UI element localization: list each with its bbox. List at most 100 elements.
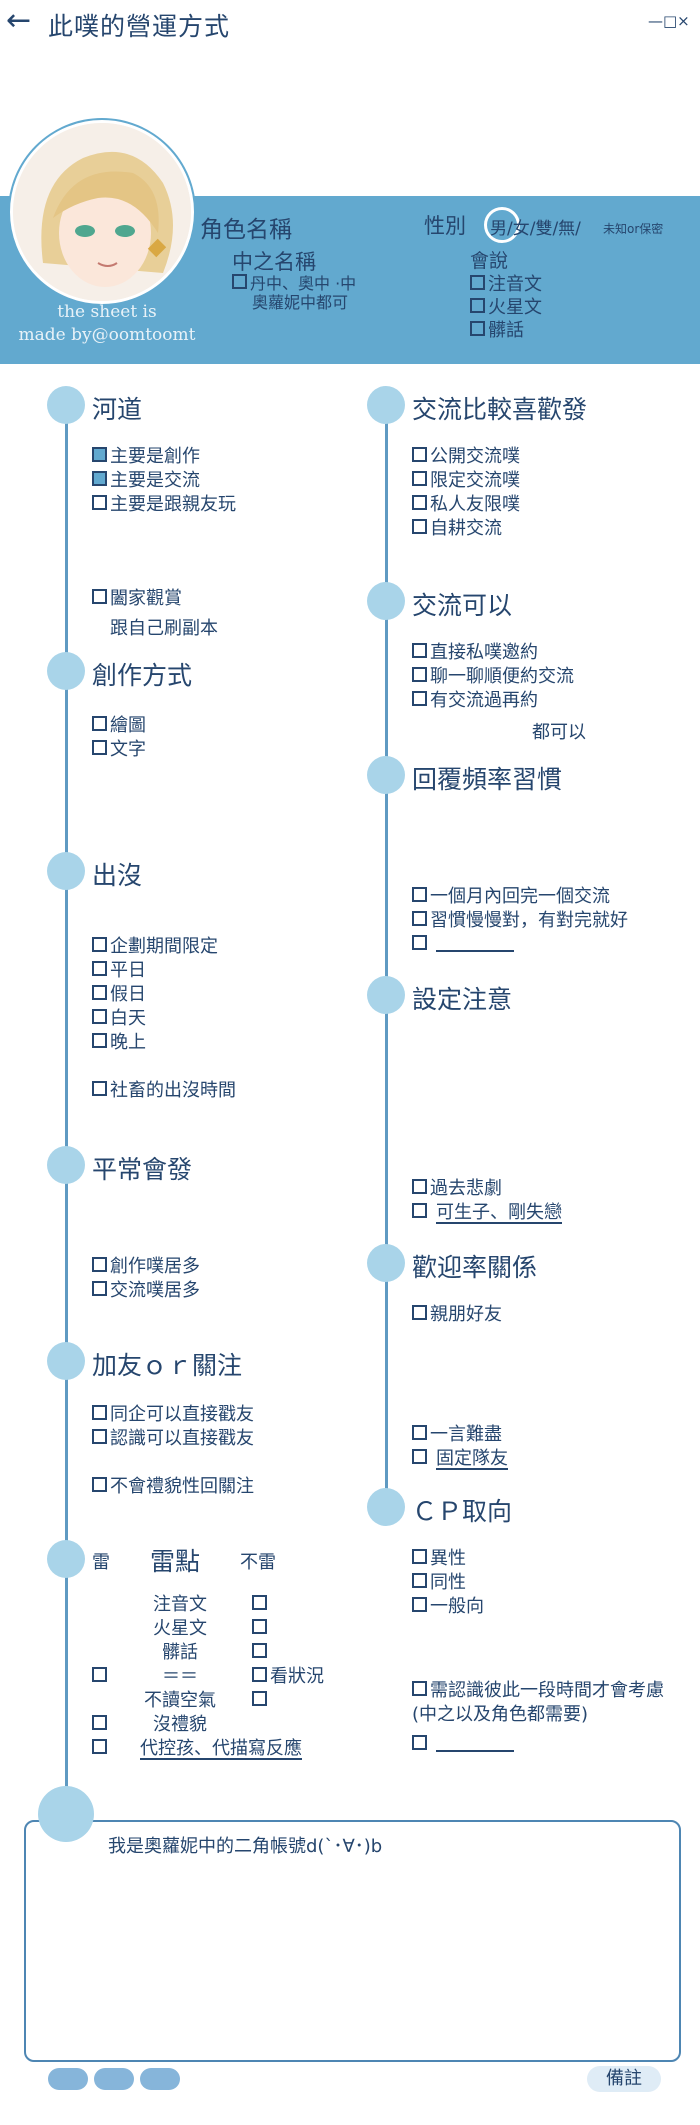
option-blank[interactable] — [412, 934, 514, 956]
option[interactable]: 過去悲劇 — [412, 1178, 502, 1200]
mine-no-checkbox[interactable]: 看狀況 — [252, 1666, 324, 1688]
option[interactable]: 假日 — [92, 984, 146, 1006]
checkbox[interactable] — [92, 1405, 107, 1420]
checkbox[interactable] — [412, 667, 427, 682]
checkbox[interactable] — [92, 1081, 107, 1096]
option[interactable]: 平日 — [92, 960, 146, 982]
option[interactable]: 一言難盡 — [412, 1424, 502, 1446]
option[interactable]: 主要是交流 — [92, 470, 200, 492]
checkbox[interactable] — [412, 935, 427, 950]
option[interactable]: 繪圖 — [92, 715, 146, 737]
checkbox[interactable] — [412, 447, 427, 462]
option[interactable]: 白天 — [92, 1008, 146, 1030]
option[interactable]: 聊一聊順便約交流 — [412, 666, 574, 688]
checkbox[interactable] — [92, 1429, 107, 1444]
option[interactable]: 一般向 — [412, 1596, 484, 1618]
checkbox[interactable] — [412, 1179, 427, 1194]
option-blank[interactable] — [412, 1734, 514, 1756]
checkbox[interactable] — [92, 1477, 107, 1492]
option[interactable]: 主要是跟親友玩 — [92, 494, 236, 516]
checkbox[interactable] — [252, 1691, 267, 1706]
checkbox[interactable] — [252, 1619, 267, 1634]
checkbox[interactable] — [412, 1305, 427, 1320]
checkbox[interactable] — [412, 1449, 427, 1464]
checkbox[interactable] — [92, 716, 107, 731]
mine-yes-checkbox[interactable] — [92, 1738, 110, 1760]
checkbox[interactable] — [412, 471, 427, 486]
remark-button[interactable]: 備註 — [587, 2066, 661, 2092]
checkbox[interactable] — [92, 1033, 107, 1048]
option[interactable]: 不會禮貌性回關注 — [92, 1476, 254, 1498]
checkbox[interactable] — [92, 1715, 107, 1730]
option[interactable]: 習慣慢慢對，有對完就好 — [412, 910, 628, 932]
checkbox[interactable] — [412, 1597, 427, 1612]
mine-no-checkbox[interactable] — [252, 1642, 270, 1664]
gender-options[interactable]: 男/女/雙/無/ — [490, 219, 581, 239]
zhong-name-option[interactable]: 丹中、奧中 ·中 — [232, 273, 356, 295]
checkbox[interactable] — [252, 1595, 267, 1610]
checkbox[interactable] — [412, 1203, 427, 1218]
option[interactable]: 一個月內回完一個交流 — [412, 886, 610, 908]
checkbox[interactable] — [252, 1643, 267, 1658]
checkbox[interactable] — [412, 1735, 427, 1750]
mine-no-checkbox[interactable] — [252, 1594, 270, 1616]
checkbox[interactable] — [412, 519, 427, 534]
option[interactable]: 直接私噗邀約 — [412, 642, 538, 664]
checkbox[interactable] — [92, 1009, 107, 1024]
option[interactable]: 公開交流噗 — [412, 446, 520, 468]
option[interactable]: 可生子、剛失戀 — [412, 1202, 562, 1224]
mine-no-checkbox[interactable] — [252, 1690, 270, 1712]
checkbox-checked[interactable] — [92, 471, 107, 486]
option[interactable]: 自耕交流 — [412, 518, 502, 540]
checkbox[interactable] — [92, 495, 107, 510]
option[interactable]: 交流噗居多 — [92, 1280, 200, 1302]
checkbox[interactable] — [252, 1667, 267, 1682]
checkbox[interactable] — [470, 298, 485, 313]
checkbox[interactable] — [92, 447, 107, 462]
checkbox[interactable] — [412, 1425, 427, 1440]
checkbox[interactable] — [412, 887, 427, 902]
checkbox[interactable] — [92, 740, 107, 755]
checkbox[interactable] — [412, 1573, 427, 1588]
checkbox[interactable] — [92, 1257, 107, 1272]
option[interactable]: 創作噗居多 — [92, 1256, 200, 1278]
checkbox[interactable] — [412, 495, 427, 510]
option[interactable]: 認識可以直接戳友 — [92, 1428, 254, 1450]
checkbox[interactable] — [92, 937, 107, 952]
option[interactable]: 限定交流噗 — [412, 470, 520, 492]
option[interactable]: 私人友限噗 — [412, 494, 520, 516]
option[interactable]: 社畜的出沒時間 — [92, 1080, 236, 1102]
checkbox[interactable] — [92, 1281, 107, 1296]
option[interactable]: 需認識彼此一段時間才會考慮 — [412, 1680, 664, 1702]
checkbox[interactable] — [470, 321, 485, 336]
checkbox[interactable] — [92, 1739, 107, 1754]
checkbox[interactable] — [232, 274, 247, 289]
checkbox[interactable] — [412, 691, 427, 706]
footer-pill-2[interactable] — [94, 2068, 134, 2090]
window-controls[interactable]: —□× — [648, 12, 690, 30]
footer-pill-1[interactable] — [48, 2068, 88, 2090]
option[interactable]: 闔家觀賞 — [92, 588, 182, 610]
checkbox[interactable] — [412, 1549, 427, 1564]
checkbox[interactable] — [92, 961, 107, 976]
blank-line[interactable] — [436, 1750, 514, 1752]
checkbox[interactable] — [92, 1667, 107, 1682]
option[interactable]: 有交流過再約 — [412, 690, 538, 712]
option[interactable]: 同性 — [412, 1572, 466, 1594]
option[interactable]: 企劃期間限定 — [92, 936, 218, 958]
option[interactable]: 親朋好友 — [412, 1304, 502, 1326]
checkbox[interactable] — [412, 1681, 427, 1696]
mine-yes-checkbox[interactable] — [92, 1666, 110, 1688]
mine-yes-checkbox[interactable] — [92, 1714, 110, 1736]
checkbox[interactable] — [92, 985, 107, 1000]
blank-line[interactable] — [436, 950, 514, 952]
option[interactable]: 主要是創作 — [92, 446, 200, 468]
speech-option[interactable]: 注音文 — [470, 274, 542, 296]
option[interactable]: 固定隊友 — [412, 1448, 508, 1470]
footer-pill-3[interactable] — [140, 2068, 180, 2090]
option[interactable]: 同企可以直接戳友 — [92, 1404, 254, 1426]
checkbox[interactable] — [412, 911, 427, 926]
checkbox[interactable] — [92, 589, 107, 604]
option[interactable]: 文字 — [92, 739, 146, 761]
back-arrow-icon[interactable]: ← — [6, 3, 32, 38]
